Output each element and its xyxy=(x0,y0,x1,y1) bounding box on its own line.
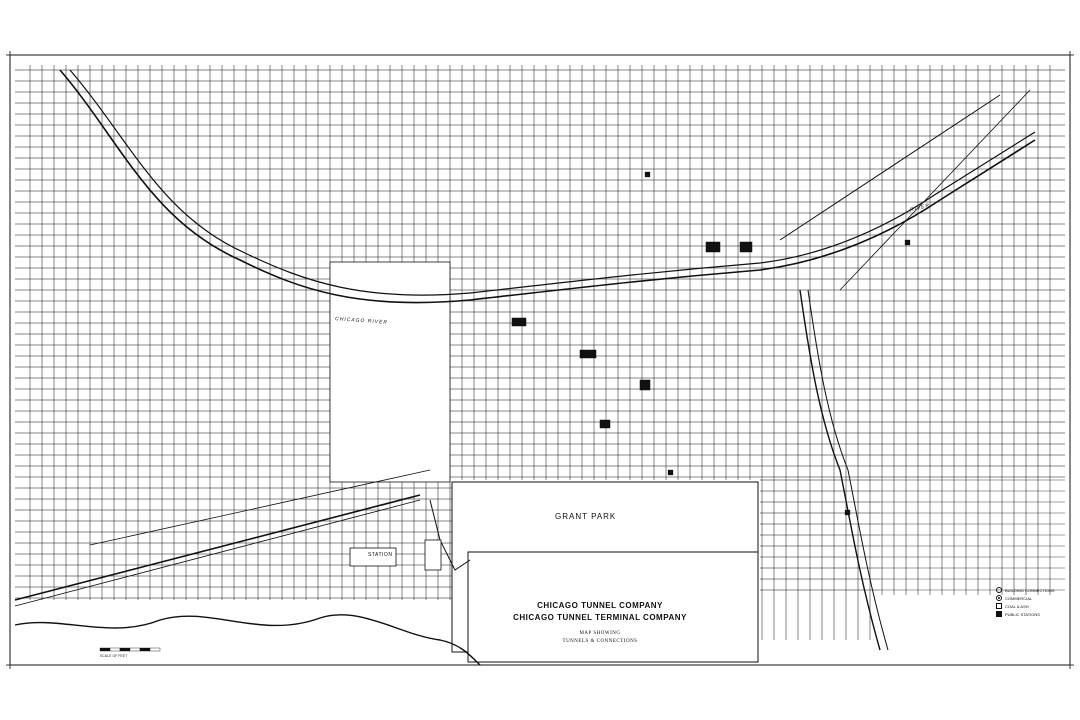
river-channel xyxy=(59,69,1036,304)
legend-label: COAL & ASH xyxy=(1005,603,1029,609)
dark-block xyxy=(639,379,651,391)
legend-label: BUILDING CONNECTIONS xyxy=(1005,587,1055,593)
public-station-mark xyxy=(844,509,851,516)
rail-line xyxy=(14,499,421,607)
scale-bar-segment xyxy=(109,647,121,652)
station-building xyxy=(349,547,397,567)
scale-bar-segment xyxy=(139,647,151,652)
street-grid xyxy=(15,65,1065,640)
map-legend: BUILDING CONNECTIONS COMMERCIAL COAL & A… xyxy=(996,586,1066,618)
lakefront-fill-area xyxy=(467,551,759,663)
scale-bar-segment xyxy=(129,647,141,652)
square-open-icon xyxy=(996,603,1002,609)
dark-block xyxy=(599,419,611,429)
map-title: CHICAGO TUNNEL COMPANY xyxy=(537,601,663,610)
rail-line xyxy=(14,494,421,601)
dark-block xyxy=(511,317,527,327)
map-subtitle: MAP SHOWING xyxy=(579,631,621,636)
public-station-mark xyxy=(904,239,911,246)
legend-item: COAL & ASH xyxy=(996,602,1066,610)
station-label: STATION xyxy=(368,552,393,558)
scale-bar-segment xyxy=(99,647,111,652)
circle-dot-icon xyxy=(996,595,1002,601)
legend-item: PUBLIC STATIONS xyxy=(996,610,1066,618)
lake-shoreline xyxy=(14,614,481,666)
legend-label: PUBLIC STATIONS xyxy=(1005,611,1040,617)
map-border xyxy=(9,54,1071,666)
scale-bar-segment xyxy=(119,647,131,652)
rail-line xyxy=(839,89,1031,291)
rail-yard-area xyxy=(329,261,451,483)
station-tower xyxy=(424,539,442,571)
south-branch-bank xyxy=(807,289,889,651)
circle-open-icon xyxy=(996,587,1002,593)
map-subtitle-2: TUNNELS & CONNECTIONS xyxy=(562,639,638,644)
pier xyxy=(429,499,471,571)
legend-item: COMMERCIAL xyxy=(996,594,1066,602)
legend-item: BUILDING CONNECTIONS xyxy=(996,586,1066,594)
south-branch xyxy=(799,289,881,651)
legend-label: COMMERCIAL xyxy=(1005,595,1033,601)
scale-bar-label: SCALE OF FEET xyxy=(100,654,128,658)
dark-block xyxy=(579,349,597,359)
grant-park-label: GRANT PARK xyxy=(555,512,617,521)
dark-block xyxy=(739,241,753,253)
square-filled-icon xyxy=(996,611,1002,617)
rail-line xyxy=(89,469,431,546)
scale-bar-segment xyxy=(149,647,161,652)
river-channel-bank xyxy=(69,69,1036,296)
map-title-2: CHICAGO TUNNEL TERMINAL COMPANY xyxy=(513,613,687,622)
rail-line xyxy=(779,94,1001,241)
public-station-mark xyxy=(667,469,674,476)
dark-block xyxy=(705,241,721,253)
public-station-mark xyxy=(644,171,651,178)
map-features xyxy=(6,51,1074,669)
title-block: CHICAGO TUNNEL COMPANY CHICAGO TUNNEL TE… xyxy=(470,600,730,646)
